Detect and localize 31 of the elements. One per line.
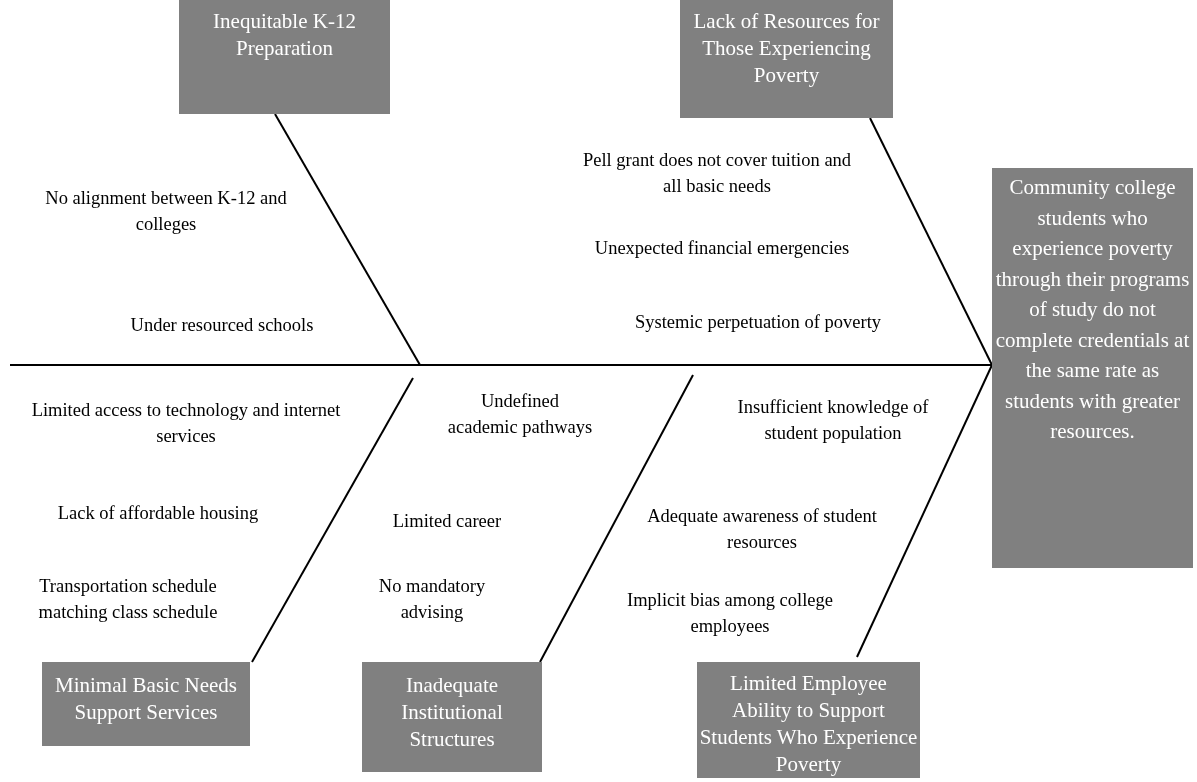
- spine-line: [9, 364, 993, 366]
- cause-text: Unexpected financial emergencies: [593, 237, 851, 260]
- cause-text: Adequate awareness of student resources: [646, 505, 878, 554]
- cause-text: Transportation schedule matching class schedule: [37, 575, 219, 624]
- bone-line: [251, 377, 414, 663]
- cause-text: Under resourced schools: [129, 314, 315, 337]
- cause-text: Undefined academic pathways: [446, 390, 594, 439]
- cause-text: No mandatory advising: [377, 575, 487, 624]
- cause-text: No alignment between K-12 and colleges: [44, 187, 288, 236]
- cause-text: Insufficient knowledge of student population: [736, 396, 930, 445]
- category-title: Minimal Basic Needs Support Services: [54, 672, 238, 726]
- cause-text: Limited career: [391, 510, 503, 533]
- effect-text: Community college students who experience poverty through their programs of study do not complete credentials at the same rate as students with greater resources.: [995, 174, 1190, 445]
- cause-text: Pell grant does not cover tuition and all basic needs: [581, 149, 853, 198]
- category-title: Lack of Resources for Those Experiencing Poverty: [692, 8, 881, 89]
- category-box: [179, 0, 390, 114]
- cause-text: Lack of affordable housing: [56, 502, 260, 525]
- bone-line: [274, 113, 421, 366]
- bone-line: [869, 117, 993, 366]
- cause-text: Limited access to technology and internet services: [30, 399, 342, 448]
- bone-line: [856, 364, 993, 658]
- cause-text: Systemic perpetuation of poverty: [633, 311, 883, 334]
- category-box: [362, 662, 542, 772]
- effect-box: [992, 168, 1193, 568]
- category-box: [680, 0, 893, 118]
- category-title: Inadequate Institutional Structures: [400, 672, 504, 753]
- cause-text: Implicit bias among college employees: [626, 589, 834, 638]
- category-title: Inequitable K-12 Preparation: [212, 8, 357, 62]
- category-title: Limited Employee Ability to Support Students Who Experience Poverty: [698, 670, 919, 778]
- category-box: [42, 662, 250, 746]
- bone-line: [539, 374, 694, 663]
